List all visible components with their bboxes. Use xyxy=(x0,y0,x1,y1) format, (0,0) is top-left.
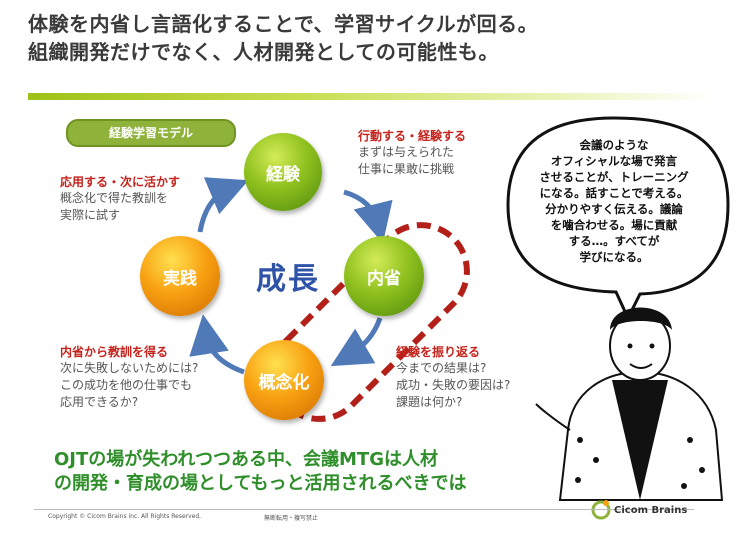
caption-line: 実際に試す xyxy=(60,208,121,222)
bubble-line: 会議のような xyxy=(579,138,649,152)
caption-line: 次に失敗しないためには? xyxy=(60,361,199,375)
reflection-loop xyxy=(270,222,470,422)
node-concept: 概念化 xyxy=(244,340,324,420)
caption-line: 仕事に果敢に挑戦 xyxy=(358,162,455,176)
model-label: 経験学習モデル xyxy=(66,119,236,147)
bubble-line: オフィシャルな場で発言 xyxy=(550,154,678,168)
caption-line: 応用できるか? xyxy=(60,395,139,409)
bubble-line: 学びになる。 xyxy=(579,250,649,264)
bubble-line: させることが、トレーニング xyxy=(539,170,689,184)
arrow-icon xyxy=(330,317,383,367)
caption-top-right: 行動する・経験する まずは与えられた 仕事に果敢に挑戦 xyxy=(358,127,466,178)
cycle-arrows xyxy=(189,177,393,375)
bottom-message-line-1: OJTの場が失われつつある中、会議MTGは人材 xyxy=(54,449,438,470)
growth-label: 成長 xyxy=(256,262,320,297)
bottom-message: OJTの場が失われつつある中、会議MTGは人材 の開発・育成の場としてもっと活用… xyxy=(54,448,534,496)
caption-line: 今までの結果は? xyxy=(396,361,487,375)
brand-name: Cicom Brains xyxy=(614,505,688,516)
slide-title: 体験を内省し言語化することで、学習サイクルが回る。 組織開発だけでなく、人材開発… xyxy=(28,10,728,66)
bubble-line: になる。話すことで考える。 xyxy=(539,186,689,200)
title-line-1: 体験を内省し言語化することで、学習サイクルが回る。 xyxy=(28,12,539,36)
footer-divider xyxy=(34,509,694,510)
copyright-text: Copyright © Cicom Brains inc. All Rights… xyxy=(48,513,202,520)
title-line-2: 組織開発だけでなく、人材開発としての可能性も。 xyxy=(28,40,499,64)
caption-line: 概念化で得た教訓を xyxy=(60,191,169,205)
reprint-notice: 無断転用・複写禁止 xyxy=(264,515,319,522)
speech-bubble-text: 会議のような オフィシャルな場で発言 させることが、トレーニング になる。話すこ… xyxy=(514,137,714,265)
node-reflection: 内省 xyxy=(344,236,424,316)
node-experience: 経験 xyxy=(244,133,322,211)
caption-line: まずは与えられた xyxy=(358,145,455,159)
arrow-icon xyxy=(197,177,249,233)
bubble-line: 分かりやすく伝える。議論 xyxy=(545,202,683,216)
caption-title: 経験を振り返る xyxy=(396,345,481,359)
caption-bottom-right: 経験を振り返る 今までの結果は? 成功・失敗の要因は? 課題は何か? xyxy=(396,343,510,411)
caption-bottom-left: 内省から教訓を得る 次に失敗しないためには? この成功を他の仕事でも 応用できる… xyxy=(60,343,198,411)
cicom-logo-icon xyxy=(591,500,611,520)
arrow-icon xyxy=(343,189,393,244)
caption-line: この成功を他の仕事でも xyxy=(60,378,193,392)
caption-line: 課題は何か? xyxy=(396,395,463,409)
title-underline xyxy=(28,93,714,100)
caption-top-left: 応用する・次に活かす 概念化で得た教訓を 実際に試す xyxy=(60,173,180,224)
caption-title: 内省から教訓を得る xyxy=(60,345,169,359)
bubble-line: を噛合わせる。場に貢献 xyxy=(550,218,678,232)
caption-title: 行動する・経験する xyxy=(358,129,467,143)
bottom-message-line-2: の開発・育成の場としてもっと活用されるべきでは xyxy=(54,473,467,494)
arrow-icon xyxy=(189,314,245,375)
caption-title: 応用する・次に活かす xyxy=(60,175,181,189)
bubble-line: する…。すべてが xyxy=(568,234,660,248)
node-practice: 実践 xyxy=(140,236,220,316)
person-illustration xyxy=(535,307,724,501)
speech-bubble xyxy=(506,116,730,322)
caption-line: 成功・失敗の要因は? xyxy=(396,378,511,392)
